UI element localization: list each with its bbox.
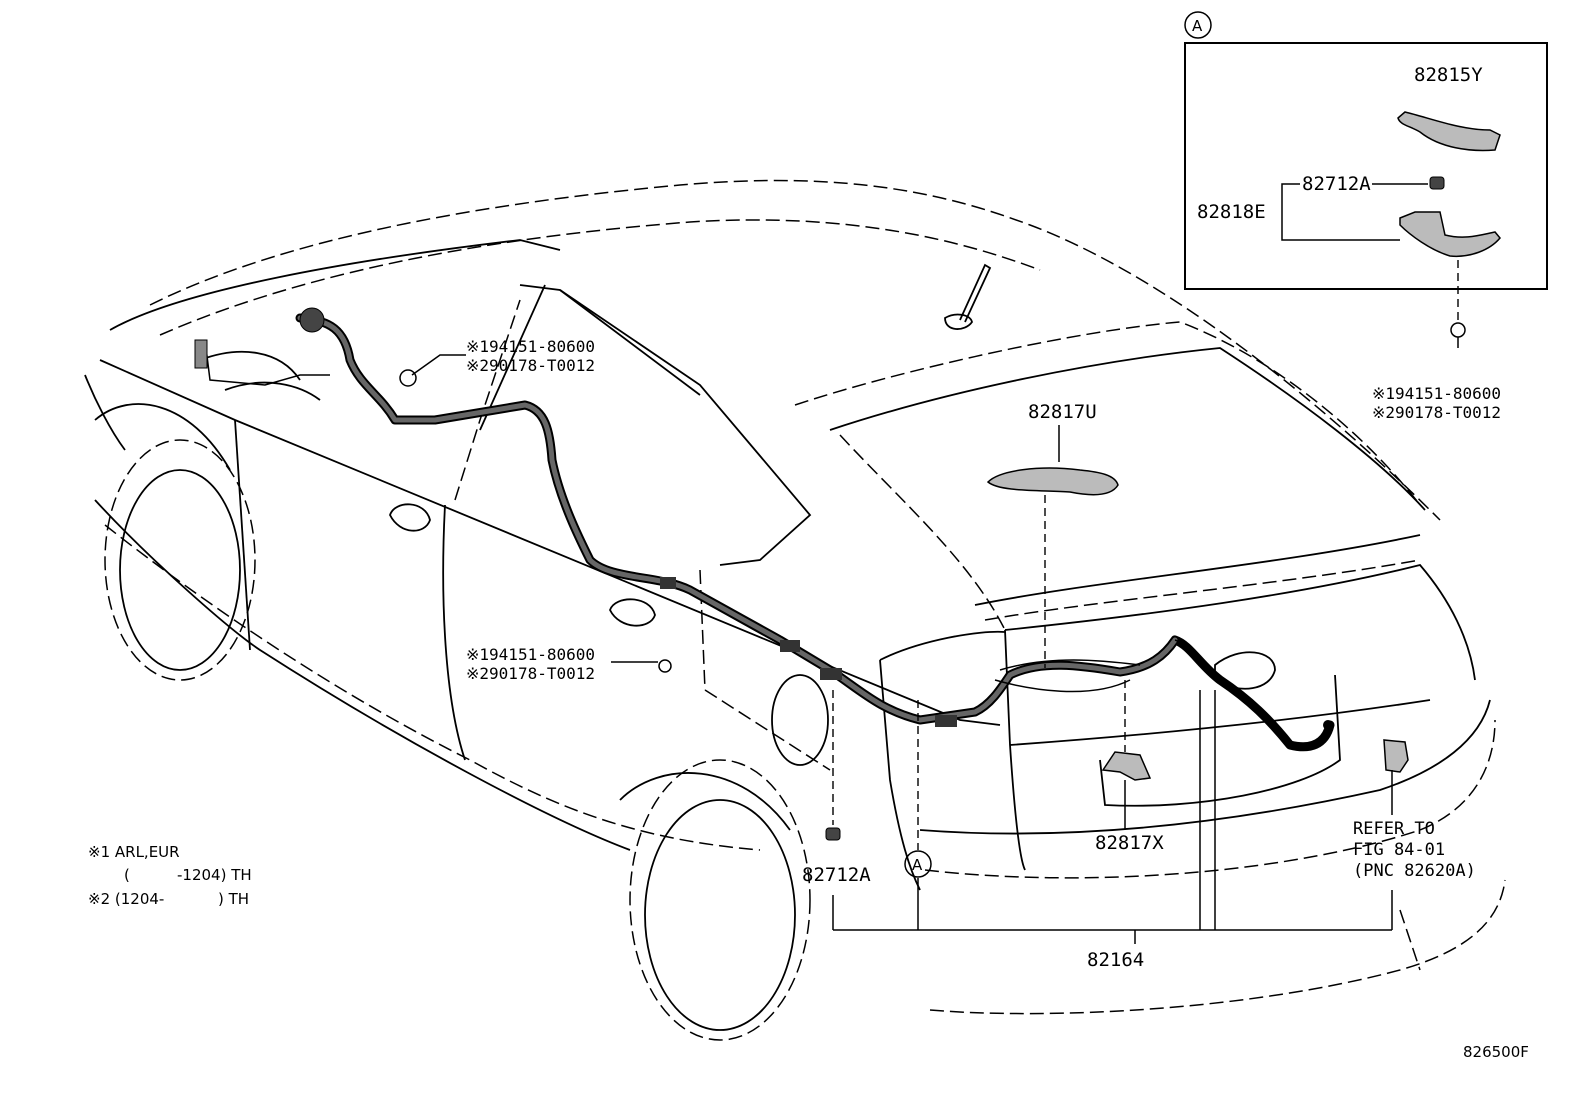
part-82817u-shape: [986, 467, 1119, 496]
roof-note-1: ※194151-80600: [466, 337, 595, 356]
detail-inset-a: A 82815Y 82712A 82818E ※194151-80600 ※29…: [1184, 11, 1548, 422]
refer-line-2: FIG 84-01: [1353, 840, 1445, 860]
label-82817x: 82817X: [1095, 832, 1164, 854]
door-clip-note: ※194151-80600 ※290178-T0012: [466, 645, 658, 683]
callout-a-letter: A: [912, 856, 923, 874]
legend-line-3: ※2 (1204-: [88, 890, 164, 908]
part-82818e-shape: [1399, 211, 1501, 258]
inset-callout-circle: [1184, 11, 1212, 39]
inset-label-82818e: 82818E: [1197, 201, 1266, 223]
part-82815y-shape: [1397, 111, 1501, 152]
inset-frame: [1184, 42, 1548, 290]
bracket-82164: 82164: [832, 690, 1393, 971]
callout-a-circle: [904, 850, 932, 878]
car-body-outline: [84, 179, 1506, 1041]
inset-note-1: ※194151-80600: [1372, 384, 1501, 403]
part-82817x-shape: [1101, 751, 1152, 781]
door-note-2: ※290178-T0012: [466, 664, 595, 683]
refer-line-3: (PNC 82620A): [1353, 861, 1476, 881]
door-clip-shape: [658, 659, 672, 673]
legend-line-2-code: -1204) TH: [177, 866, 252, 884]
wire-harness: [194, 307, 1335, 752]
part-82712a-shape: [825, 827, 841, 841]
figure-number: 826500F: [1463, 1043, 1529, 1061]
refer-line-1: REFER TO: [1353, 819, 1435, 839]
legend-line-2-open: (: [124, 866, 130, 884]
legend: ※1 ARL,EUR ( -1204) TH ※2 (1204- ) TH: [88, 843, 252, 908]
inset-clip-shape: [1429, 176, 1445, 190]
inset-label-82815y: 82815Y: [1414, 64, 1483, 86]
inset-clip-circle: [1450, 322, 1466, 338]
legend-line-3-close: ) TH: [218, 890, 249, 908]
inset-label-82712a: 82712A: [1302, 173, 1371, 195]
label-82712a: 82712A: [802, 864, 871, 886]
part-82620a-shape: [1383, 739, 1409, 773]
inset-callout-letter: A: [1192, 17, 1203, 35]
roof-note-2: ※290178-T0012: [466, 356, 595, 375]
inset-note-2: ※290178-T0012: [1372, 403, 1501, 422]
roof-clip-note: ※194151-80600 ※290178-T0012: [411, 337, 595, 376]
door-note-1: ※194151-80600: [466, 645, 595, 664]
label-82817u: 82817U: [1028, 401, 1097, 423]
legend-line-1: ※1 ARL,EUR: [88, 843, 180, 861]
label-82164: 82164: [1087, 949, 1144, 971]
